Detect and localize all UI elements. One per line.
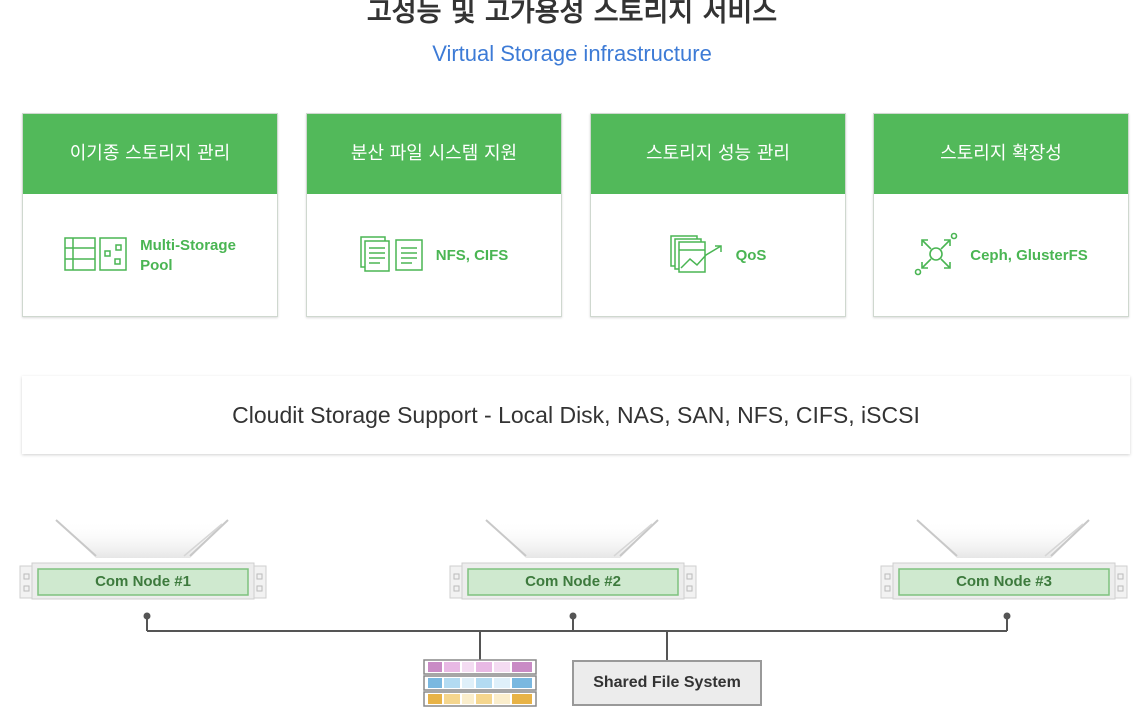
documents-icon — [359, 235, 424, 277]
storage-support-banner: Cloudit Storage Support - Local Disk, NA… — [22, 376, 1130, 454]
shared-file-system-box: Shared File System — [572, 660, 762, 706]
card-heading: 분산 파일 시스템 지원 — [307, 114, 561, 194]
feature-card-performance: 스토리지 성능 관리 QoS — [590, 113, 846, 317]
page-subtitle: Virtual Storage infrastructure — [432, 41, 712, 66]
com-node-2-graphic — [449, 519, 697, 600]
com-node-3-label: Com Node #3 — [956, 573, 1052, 590]
feature-card-heterogeneous-storage: 이기종 스토리지 관리 Multi-Storage Pool — [22, 113, 278, 317]
node-3-port — [1003, 612, 1011, 620]
performance-chart-icon — [669, 234, 724, 278]
card-heading: 이기종 스토리지 관리 — [23, 114, 277, 194]
card-heading: 스토리지 성능 관리 — [591, 114, 845, 194]
card-label-line: Multi-Storage — [140, 237, 236, 254]
card-label: QoS — [735, 247, 767, 264]
storage-pool-icon — [64, 236, 128, 276]
page-title: 고성능 및 고가용성 스토리지 서비스 — [366, 0, 778, 28]
feature-card-distributed-fs: 분산 파일 시스템 지원 NFS, CIFS — [306, 113, 562, 317]
expand-arrows-icon — [914, 232, 958, 281]
com-node-3-graphic — [880, 519, 1128, 600]
com-node-2-label: Com Node #2 — [525, 573, 621, 590]
storage-disk-stack-icon — [423, 659, 537, 707]
card-label: Ceph, GlusterFS — [970, 247, 1088, 264]
node-1-port — [143, 612, 151, 620]
node-2-port — [569, 612, 577, 620]
com-node-1-graphic — [19, 519, 267, 600]
card-label-line: Pool — [140, 257, 173, 274]
card-label: NFS, CIFS — [435, 247, 509, 264]
card-heading: 스토리지 확장성 — [874, 114, 1128, 194]
feature-card-scalability: 스토리지 확장성 Ceph, GlusterFS — [873, 113, 1129, 317]
card-label: Multi-Storage Pool — [140, 236, 236, 276]
connection-lines — [146, 616, 1008, 660]
com-node-1-label: Com Node #1 — [95, 573, 191, 590]
